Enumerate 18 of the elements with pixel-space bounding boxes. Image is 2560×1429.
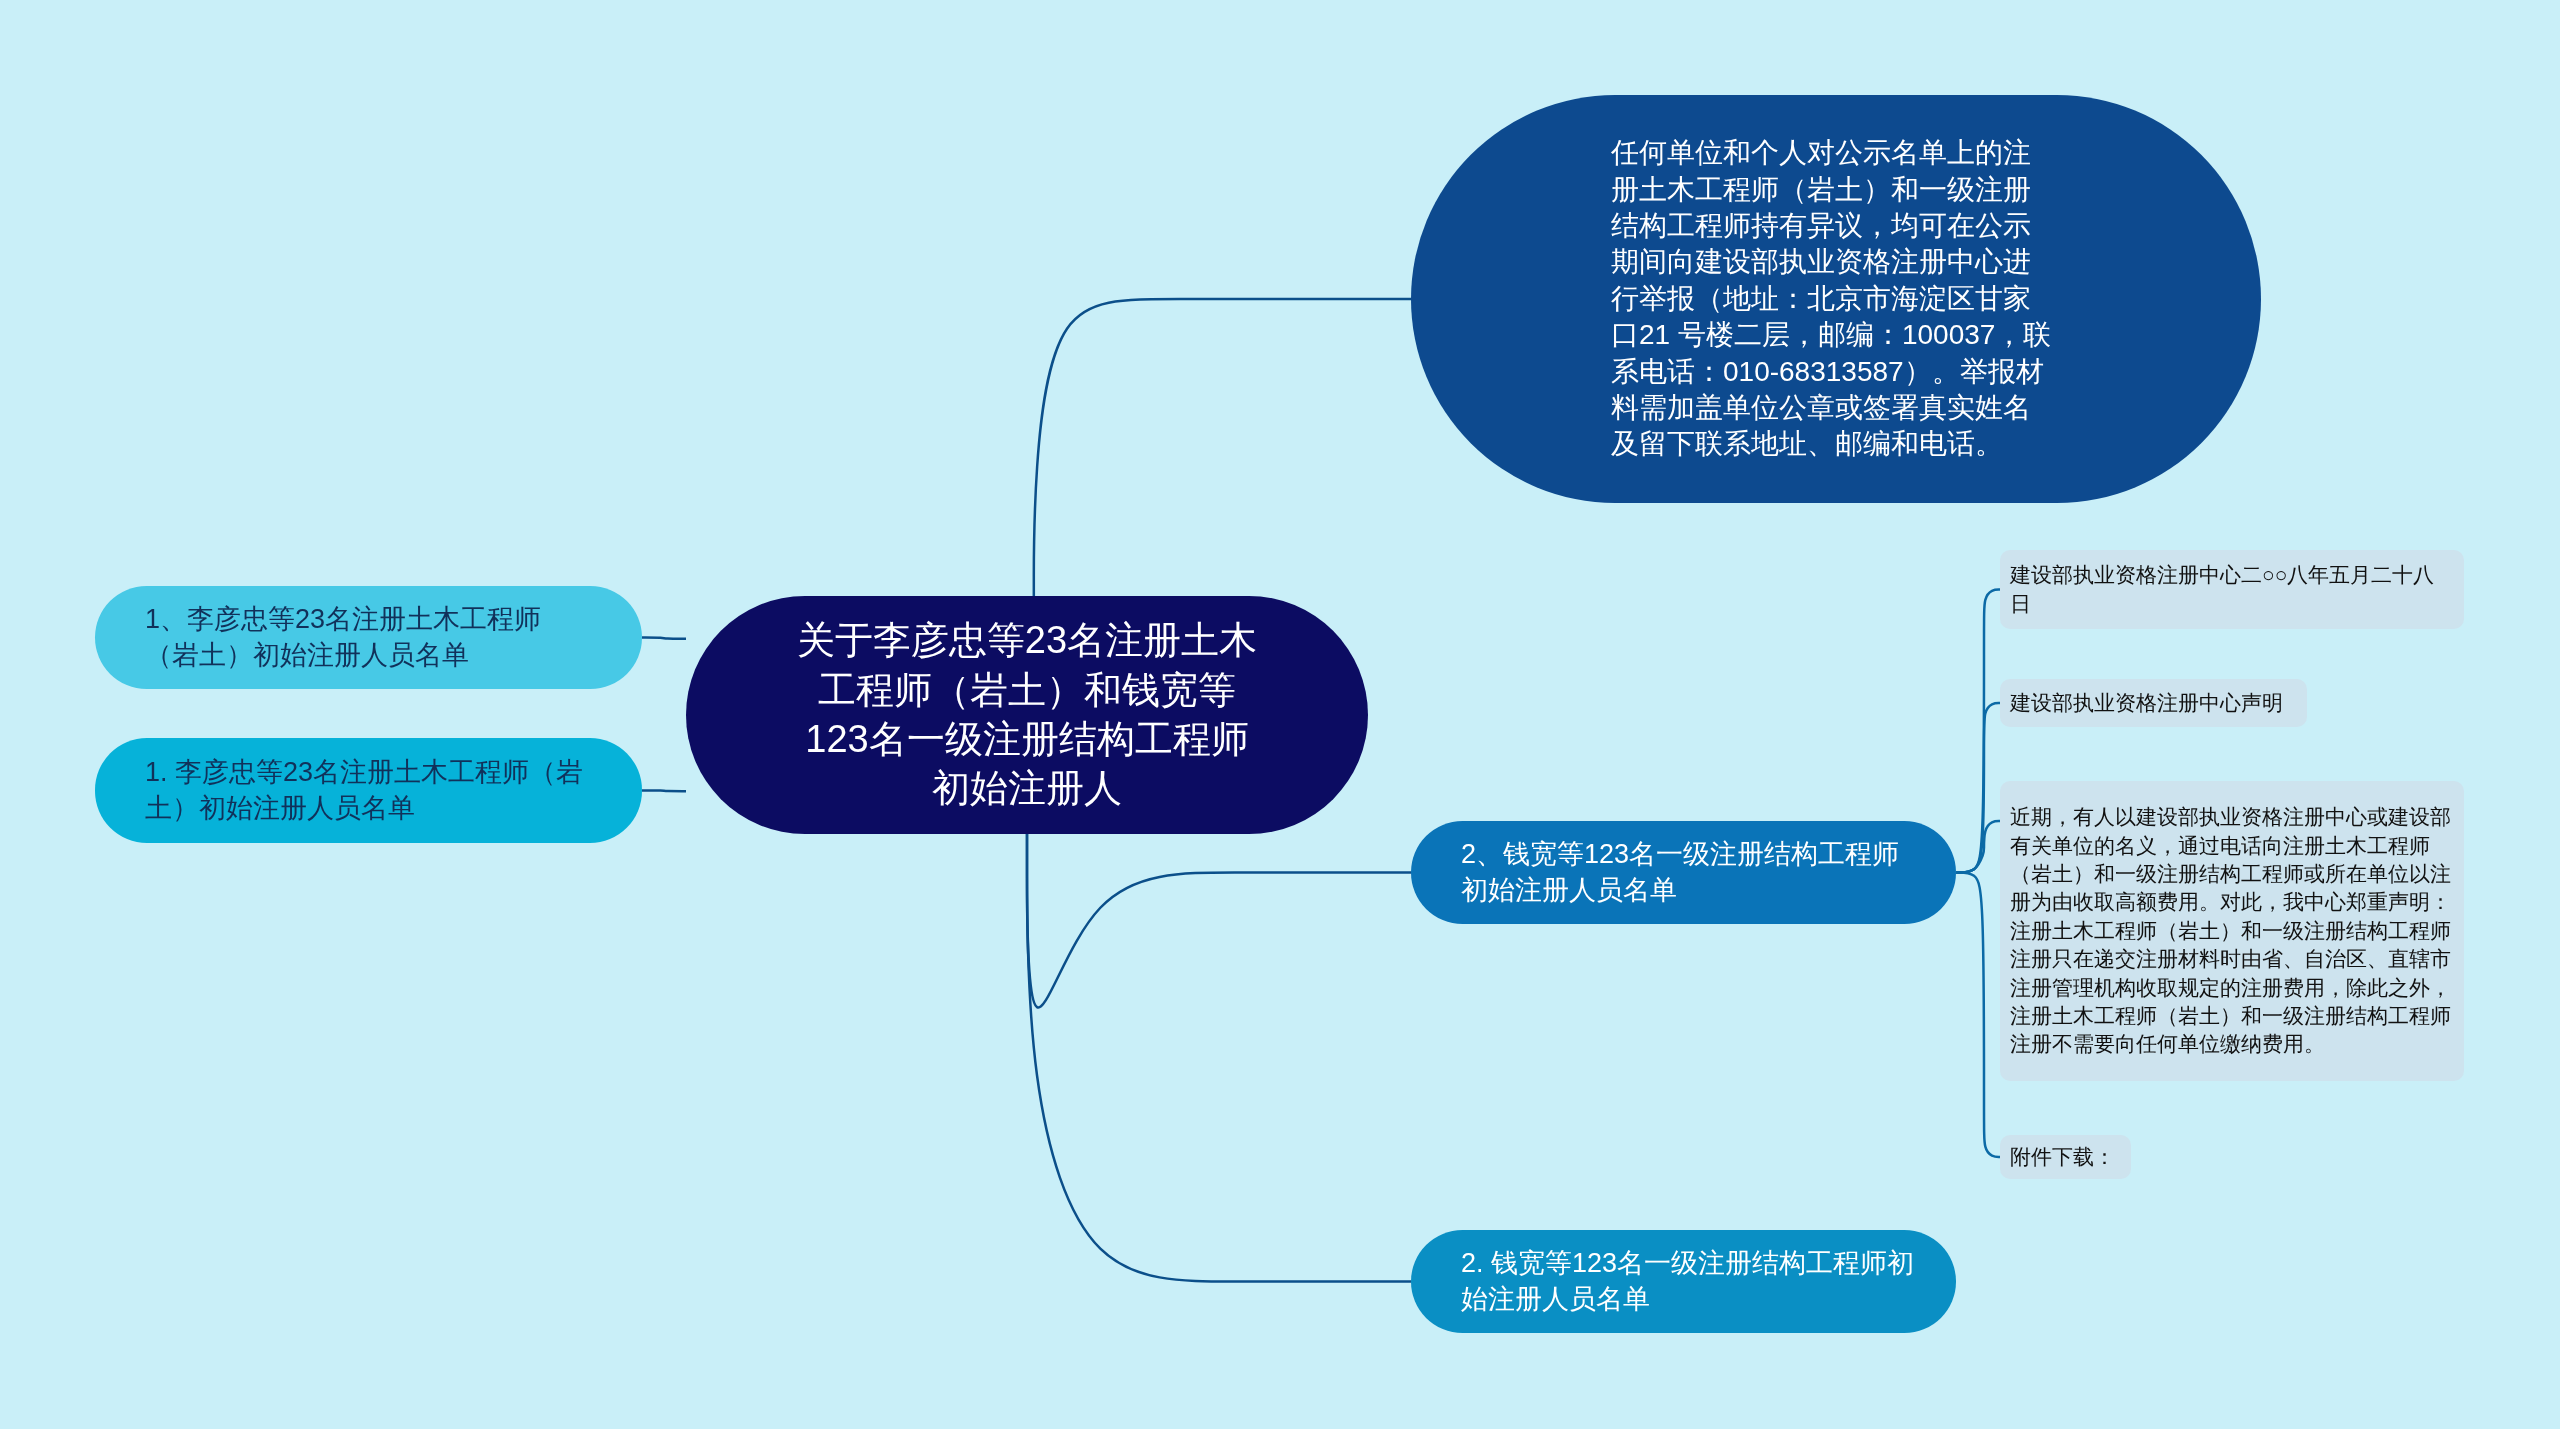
subtopic-node <box>2000 781 2464 1081</box>
node-text: 2、钱宽等123名一级注册结构工程师初始注册人员名单 <box>1461 838 1901 907</box>
node-text: 1、李彦忠等23名注册土木工程师（岩土）初始注册人员名单 <box>145 603 543 672</box>
node-text: 1. 李彦忠等23名注册土木工程师（岩土）初始注册人员名单 <box>145 756 585 825</box>
node-text: 建设部执业资格注册中心二○○八年五月二十八日 <box>2010 562 2436 617</box>
connector-line <box>642 636 686 641</box>
node-text: 近期，有人以建设部执业资格注册中心或建设部有关单位的名义，通过电话向注册土木工程师（岩土）和一级注册结构工程师或所在单位以注册为由收取高额费用。对此，我中心郑重声明：注册土木工程师（岩土）和一级注册结构工程师注册只在递交注册材料时由省、自治区、直辖市注册管理机构收取规定的注册费用，除此之外，注册土木工程师（岩土）和一级注册结构工程师注册不需要向任何单位缴纳费用。 <box>2010 804 2452 1058</box>
connector-line <box>1025 834 1411 1283</box>
connector-line <box>1032 297 1411 596</box>
node-text: 建设部执业资格注册中心声明 <box>2010 689 2284 716</box>
node-text: 2. 钱宽等123名一级注册结构工程师初始注册人员名单 <box>1461 1247 1916 1316</box>
connector-line <box>642 789 686 793</box>
node-text: 任何单位和个人对公示名单上的注册土木工程师（岩土）和一级注册结构工程师持有异议，均可在公示期间向建设部执业资格注册中心进行举报（地址：北京市海淀区甘家口21 号楼二层，邮编：100037，联系电话：010-68313587）。举报材料需加盖单位公章或签署真实姓名及留下联系地址、邮编和电话。 <box>1611 136 2053 462</box>
subtopic-node <box>2000 679 2307 727</box>
node-text: 附件下载： <box>2010 1143 2116 1170</box>
subtopic-node <box>2000 550 2464 629</box>
node-text: 关于李彦忠等23名注册土木工程师（岩土）和钱宽等123名一级注册结构工程师初始注册人 <box>796 618 1258 812</box>
subtopic-node <box>2000 1135 2131 1179</box>
